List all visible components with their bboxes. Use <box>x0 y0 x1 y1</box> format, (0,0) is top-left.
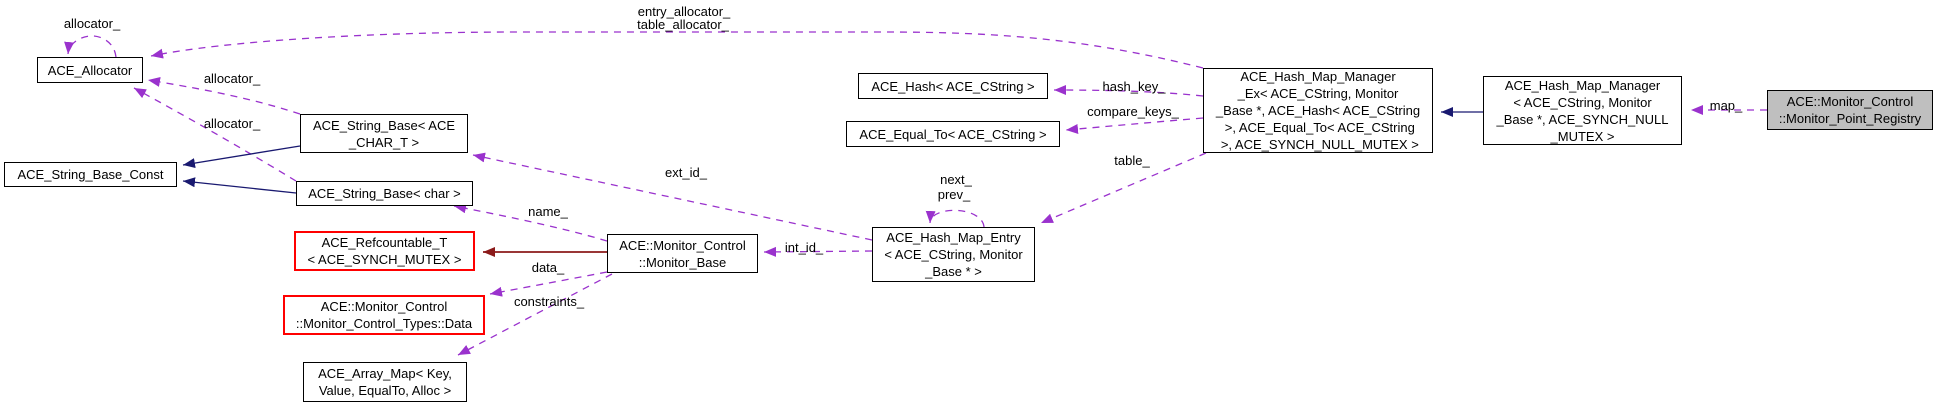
edge-next-prev-self-loop <box>925 209 985 228</box>
node-ace-hash[interactable]: ACE_Hash< ACE_CString > <box>858 73 1048 99</box>
edge-entry-table-allocator <box>150 31 1204 69</box>
node-label-line: ACE_Refcountable_T <box>321 235 448 250</box>
node-label-line: ACE::Monitor_Control <box>1786 94 1914 109</box>
edge-label-allocator-char: allocator_ <box>203 116 261 131</box>
node-ace-refcountable-t[interactable]: ACE_Refcountable_T < ACE_SYNCH_MUTEX > <box>294 231 475 271</box>
node-label-line: ACE_String_Base< ACE <box>313 117 455 133</box>
node-label-line: _Ex< ACE_CString, Monitor <box>1237 86 1399 101</box>
edge-data <box>489 271 608 297</box>
edge-label-name: name_ <box>528 204 568 219</box>
edge-table <box>1040 152 1207 224</box>
node-label-line: < ACE_CString, Monitor <box>884 247 1023 262</box>
edge-label-allocator-char-t: allocator_ <box>203 71 261 86</box>
edge-constraints <box>457 273 613 356</box>
node-label-line: ::Monitor_Point_Registry <box>1778 111 1922 126</box>
node-label-line: < ACE_SYNCH_MUTEX > <box>307 252 462 267</box>
node-ace-allocator-label: ACE_Allocator <box>47 62 133 78</box>
node-ace-equal-to[interactable]: ACE_Equal_To< ACE_CString > <box>846 121 1060 147</box>
node-label-line: ACE_Hash_Map_Entry <box>886 230 1021 245</box>
node-label-line: ACE_Hash< ACE_CString > <box>871 78 1035 94</box>
edge-label-compare-keys: compare_keys_ <box>1087 104 1179 119</box>
edge-label-hash-key: hash_key_ <box>1102 79 1166 94</box>
edge-label-int-id: int_id_ <box>784 240 824 255</box>
node-label-line: ACE::Monitor_Control <box>320 299 448 314</box>
edge-label-table: table_ <box>1114 153 1150 168</box>
edge-ext-id <box>472 152 873 241</box>
node-label-line: Value, EqualTo, Alloc > <box>318 383 452 398</box>
node-ace-hash-map-entry[interactable]: ACE_Hash_Map_Entry < ACE_CString, Monito… <box>872 227 1035 282</box>
edge-compare-keys <box>1065 117 1204 134</box>
node-monitor-point-registry: ACE::Monitor_Control ::Monitor_Point_Reg… <box>1767 90 1933 130</box>
node-ace-string-base-char-t[interactable]: ACE_String_Base< ACE _CHAR_T > <box>300 114 468 153</box>
edge-label-constraints: constraints_ <box>513 294 585 309</box>
edge-inherit-char-t-to-const <box>182 145 301 169</box>
node-ace-string-base-char[interactable]: ACE_String_Base< char > <box>296 181 473 206</box>
edge-label-map: map_ <box>1709 98 1743 113</box>
node-label-line: ::Monitor_Control_Types::Data <box>295 316 473 331</box>
edge-hash-key <box>1053 85 1204 97</box>
node-ace-hash-map-manager-ex[interactable]: ACE_Hash_Map_Manager _Ex< ACE_CString, M… <box>1203 68 1433 153</box>
edge-allocator-self-loop <box>64 35 117 58</box>
edge-label-allocator-self: allocator_ <box>63 16 121 31</box>
node-label-line: ACE::Monitor_Control <box>619 237 746 253</box>
node-ace-string-base-const[interactable]: ACE_String_Base_Const <box>4 162 177 187</box>
node-label-line: ACE_Hash_Map_Manager <box>1504 77 1661 93</box>
edge-label-entry-allocator: entry_allocator_ <box>637 4 731 19</box>
edge-label-prev: prev_ <box>937 187 971 202</box>
edge-label-next: next_ <box>940 172 972 187</box>
node-label-line: _CHAR_T > <box>348 134 420 150</box>
edge-allocator-from-string-base-char-t <box>147 77 301 115</box>
node-ace-string-base-const-label: ACE_String_Base_Const <box>17 167 164 182</box>
node-ace-hash-map-manager[interactable]: ACE_Hash_Map_Manager < ACE_CString, Moni… <box>1483 76 1682 145</box>
edge-inherit-char-to-const <box>182 177 297 194</box>
edge-label-data: data_ <box>531 260 565 275</box>
node-label-line: ACE_Hash_Map_Manager <box>1240 69 1396 84</box>
edge-label-ext-id: ext_id_ <box>665 165 707 180</box>
node-label-line: >, ACE_SYNCH_NULL_MUTEX > <box>1217 137 1419 152</box>
node-label-line: _Base * > <box>925 264 982 279</box>
node-label-line: ::Monitor_Base <box>638 254 727 270</box>
edge-label-table-allocator: table_allocator_ <box>637 17 729 32</box>
node-monitor-control-types-data[interactable]: ACE::Monitor_Control ::Monitor_Control_T… <box>283 295 485 335</box>
node-ace-array-map[interactable]: ACE_Array_Map< Key, Value, EqualTo, Allo… <box>303 362 467 402</box>
edge-name <box>453 203 608 242</box>
node-label-line: _Base *, ACE_SYNCH_NULL <box>1496 111 1669 127</box>
edge-int-id <box>763 246 873 257</box>
node-label-line: ACE_String_Base< char > <box>308 186 461 201</box>
node-monitor-base[interactable]: ACE::Monitor_Control ::Monitor_Base <box>607 234 758 273</box>
node-ace-allocator[interactable]: ACE_Allocator <box>37 57 143 83</box>
node-label-line: ACE_Array_Map< Key, <box>318 366 452 381</box>
node-label-line: >, ACE_Equal_To< ACE_CString <box>1221 120 1415 135</box>
node-label-line: < ACE_CString, Monitor <box>1513 94 1652 110</box>
node-label-line: _MUTEX > <box>1550 128 1615 144</box>
node-label-line: _Base *, ACE_Hash< ACE_CString <box>1215 103 1421 118</box>
node-label-line: ACE_Equal_To< ACE_CString > <box>859 126 1047 142</box>
